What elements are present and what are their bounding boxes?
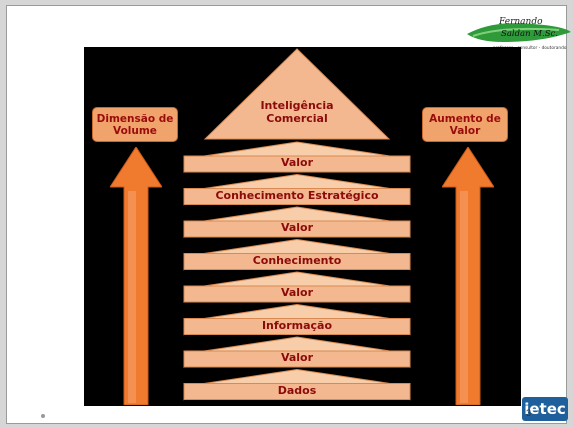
- volume-up-arrow-icon: [110, 147, 162, 405]
- pyramid-layer-label: Informação: [261, 318, 333, 332]
- ietec-logo: ietec: [522, 397, 568, 421]
- logo-tagline: professor - consultor - doutorando: [493, 45, 567, 51]
- pyramid-layer-label: Valor: [280, 351, 314, 364]
- pyramid-layer-label: Dados: [277, 383, 317, 397]
- volume-dimension-label: Dimensão de Volume: [96, 112, 174, 137]
- pyramid-layer-label: Valor: [280, 286, 314, 299]
- bullet-dot: [41, 414, 45, 418]
- value-increase-label: Aumento de Valor: [429, 112, 501, 137]
- pyramid-layer-label: Conhecimento: [252, 253, 342, 267]
- pyramid-layer-shape: [183, 368, 411, 401]
- pyramid-layer-shape: [183, 303, 411, 336]
- author-signature-logo: Fernando Saldan M.Sc. professor - consul…: [467, 17, 571, 51]
- pyramid-apex-shape: [203, 48, 391, 140]
- logo-name-line2: Saldan M.Sc.: [501, 29, 558, 39]
- pyramid-layer-shape: [183, 141, 411, 174]
- pyramid-layer-shape: [183, 336, 411, 369]
- pyramid-layer-label: Valor: [280, 221, 314, 234]
- pyramid-layer-label: Conhecimento Estratégico: [215, 188, 379, 202]
- value-up-arrow-icon: [442, 147, 494, 405]
- value-increase-box: Aumento de Valor: [422, 107, 508, 142]
- pyramid-layer-shape: [183, 173, 411, 206]
- pyramid-diagram: [183, 48, 411, 401]
- pyramid-layer-shape: [183, 238, 411, 271]
- page-number: 3: [526, 408, 532, 418]
- pyramid-layer-label: Valor: [280, 156, 314, 169]
- pyramid-diagram-panel: Dimensão de Volume Aumento de Valor Inte…: [84, 47, 521, 406]
- pyramid-layer-shape: [183, 271, 411, 304]
- volume-dimension-box: Dimensão de Volume: [92, 107, 178, 142]
- pyramid-apex-label: Inteligência Comercial: [260, 99, 334, 125]
- logo-name-line1: Fernando: [498, 17, 543, 27]
- slide: Fernando Saldan M.Sc. professor - consul…: [6, 5, 571, 424]
- pyramid-layer-shape: [183, 206, 411, 239]
